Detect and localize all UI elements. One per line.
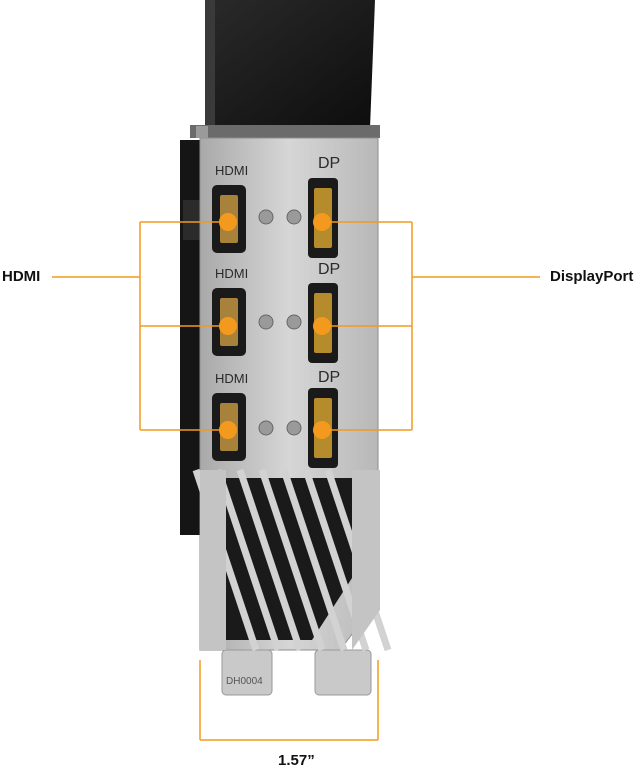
bracket-hdmi-label-3: HDMI	[215, 371, 248, 386]
bracket-dp-label-1: DP	[318, 155, 340, 172]
hdmi-callout-label: HDMI	[2, 268, 41, 285]
part-code-text: DH0004	[226, 676, 263, 687]
bracket-dp-label-3: DP	[318, 369, 340, 386]
callout-dots	[219, 213, 331, 439]
displayport-callout-label: DisplayPort	[550, 268, 634, 285]
vent-grille	[192, 468, 392, 652]
bracket-hdmi-label-2: HDMI	[215, 266, 248, 281]
bracket-hdmi-label-1: HDMI	[215, 163, 248, 178]
screw-heads	[258, 209, 302, 436]
bracket-dp-label-2: DP	[318, 261, 340, 278]
callout-lines	[52, 221, 540, 741]
bracket-width-label: 1.57”	[278, 752, 315, 769]
